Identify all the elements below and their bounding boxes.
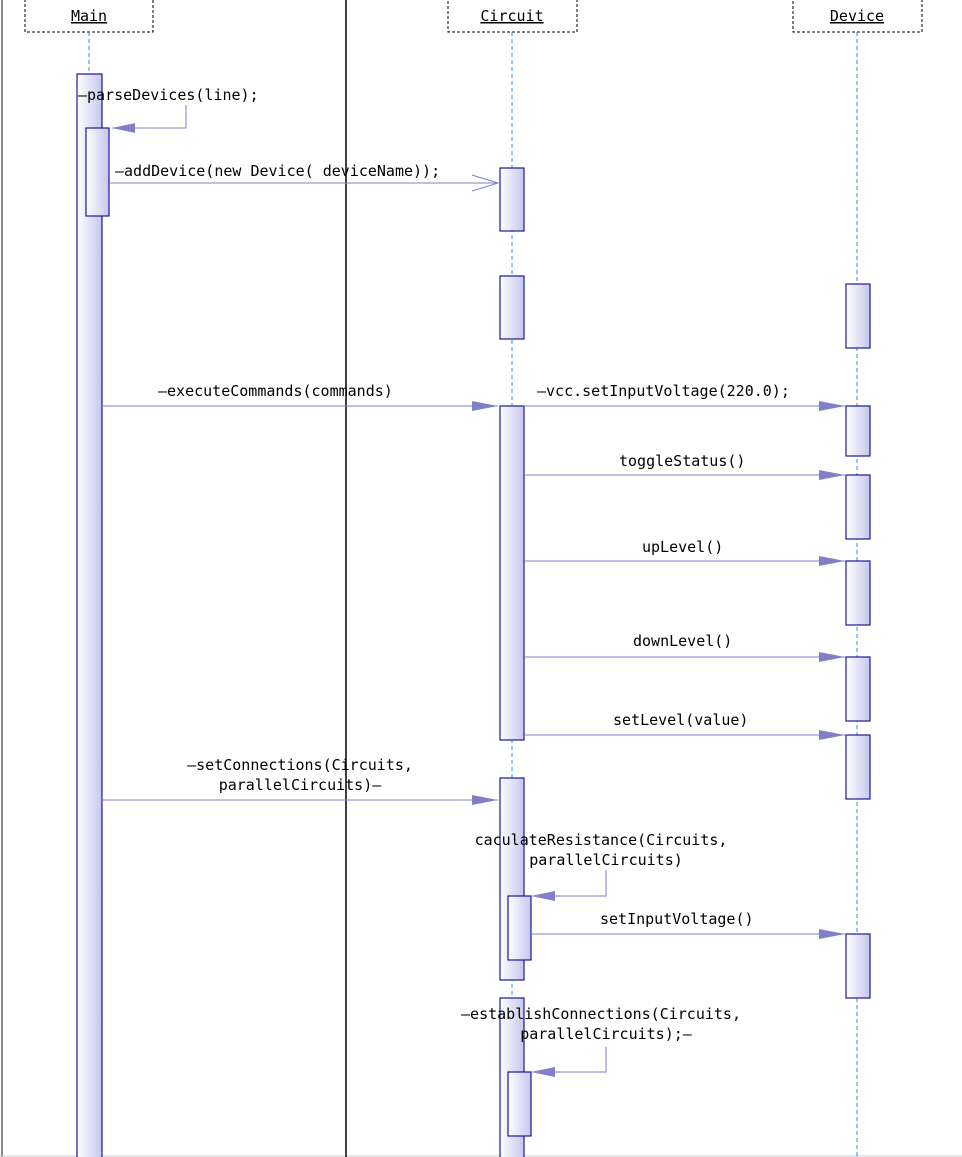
- arrow-head: [471, 174, 500, 192]
- arrow-head: [472, 401, 498, 411]
- message-toggle-status[interactable]: toggleStatus(): [524, 452, 845, 480]
- message-establish-connections[interactable]: —establishConnections(Circuits, parallel…: [461, 1005, 741, 1077]
- arrow-head: [819, 929, 845, 939]
- message-label: downLevel(): [633, 632, 732, 650]
- message-label-line-2: parallelCircuits)—: [219, 776, 383, 794]
- message-label-line-2: parallelCircuits): [529, 851, 683, 869]
- participant-label: Device: [830, 7, 884, 25]
- message-set-level[interactable]: setLevel(value): [524, 711, 845, 740]
- arrow-head: [819, 730, 845, 740]
- activation-circuit: [499, 405, 525, 741]
- participant-circuit[interactable]: Circuit: [447, 0, 578, 33]
- message-label: —executeCommands(commands): [158, 382, 393, 400]
- activation-device: [845, 933, 871, 999]
- activation-circuit-nested: [507, 1071, 532, 1137]
- activation-device: [845, 405, 871, 457]
- participant-main[interactable]: Main: [24, 0, 154, 33]
- arrow-head: [472, 795, 498, 805]
- arrow-head: [531, 891, 555, 901]
- activation-circuit: [499, 167, 525, 232]
- message-label: —addDevice(new Device( deviceName));: [115, 162, 440, 180]
- message-parse-devices[interactable]: —parseDevices(line);: [78, 86, 259, 133]
- message-up-level[interactable]: upLevel(): [524, 538, 845, 566]
- message-label-line-2: parallelCircuits);—: [520, 1025, 693, 1043]
- activation-circuit: [499, 275, 525, 340]
- activation-device: [845, 283, 871, 349]
- message-vcc-set-input-voltage[interactable]: —vcc.setInputVoltage(220.0);: [524, 382, 845, 411]
- arrow-head: [112, 123, 135, 133]
- message-label: toggleStatus(): [619, 452, 745, 470]
- participant-box: [447, 0, 578, 33]
- activation-device: [845, 560, 871, 626]
- message-arrow: [112, 105, 187, 129]
- message-arrow: [531, 870, 607, 897]
- activation-main-nested: [85, 127, 110, 217]
- activation-main: [76, 73, 103, 1157]
- message-set-connections[interactable]: —setConnections(Circuits, parallelCircui…: [102, 756, 498, 805]
- message-caculate-resistance[interactable]: caculateResistance(Circuits, parallelCir…: [475, 831, 728, 901]
- participant-label: Main: [71, 7, 107, 25]
- message-arrow: [531, 1047, 607, 1073]
- message-label: setLevel(value): [613, 711, 748, 729]
- participant-box: [24, 0, 154, 33]
- message-label-line-1: —establishConnections(Circuits,: [461, 1005, 741, 1023]
- arrow-head: [819, 652, 845, 662]
- arrow-head: [531, 1067, 555, 1077]
- message-execute-commands[interactable]: —executeCommands(commands): [102, 382, 498, 411]
- message-add-device[interactable]: —addDevice(new Device( deviceName));: [109, 162, 500, 192]
- participant-label: Circuit: [480, 7, 543, 25]
- message-label: upLevel(): [642, 538, 723, 556]
- activation-device: [845, 474, 871, 540]
- activation-device: [845, 656, 871, 722]
- participant-box: [792, 0, 923, 33]
- participant-device[interactable]: Device: [792, 0, 923, 33]
- activation-circuit-nested: [507, 895, 532, 961]
- message-label: —parseDevices(line);: [78, 86, 259, 104]
- arrow-head: [819, 556, 845, 566]
- message-label: setInputVoltage(): [600, 910, 754, 928]
- message-label: —vcc.setInputVoltage(220.0);: [537, 382, 790, 400]
- arrow-head: [819, 470, 845, 480]
- activation-device: [845, 734, 871, 800]
- message-set-input-voltage[interactable]: setInputVoltage(): [531, 910, 845, 939]
- message-down-level[interactable]: downLevel(): [524, 632, 845, 662]
- arrow-head: [819, 401, 845, 411]
- message-label-line-1: —setConnections(Circuits,: [187, 756, 413, 774]
- message-label-line-1: caculateResistance(Circuits,: [475, 831, 728, 849]
